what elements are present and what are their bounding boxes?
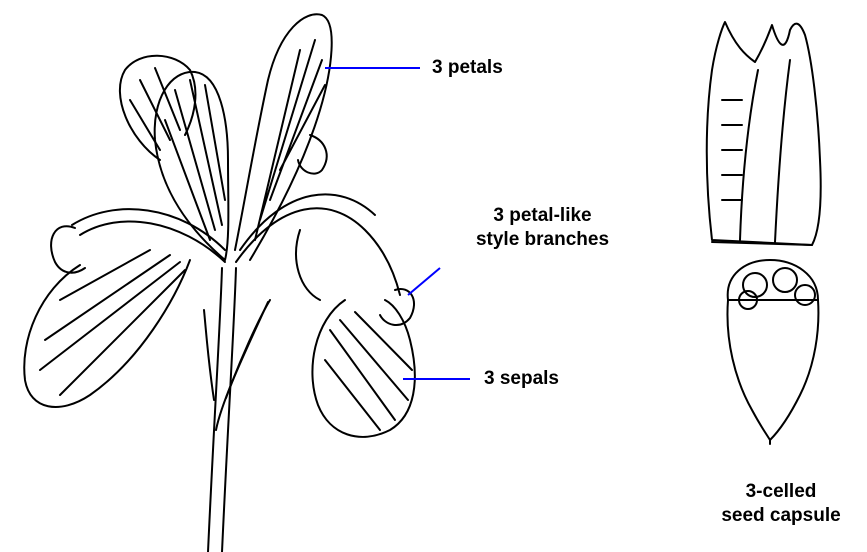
petal-middle-drawing <box>155 72 229 260</box>
seed-capsule-label-line2: seed capsule <box>697 504 865 528</box>
sepal-left-drawing <box>24 209 225 407</box>
style-branches-label-line2: style branches <box>440 228 645 252</box>
stem-drawing <box>204 268 270 552</box>
petal-upper-drawing <box>235 14 332 260</box>
sepals-label: 3 sepals <box>484 367 559 391</box>
petals-label: 3 petals <box>432 56 503 80</box>
style-branches-leader-line <box>408 268 440 295</box>
seed-capsule-section-drawing <box>727 260 818 444</box>
seed-capsule-label-line1: 3-celled <box>697 480 865 504</box>
style-branches-label: 3 petal-like style branches <box>440 204 645 252</box>
seed-capsule-label: 3-celled seed capsule <box>697 480 865 528</box>
seed-capsule-open-drawing <box>707 22 821 245</box>
style-branches-label-line1: 3 petal-like <box>440 204 645 228</box>
